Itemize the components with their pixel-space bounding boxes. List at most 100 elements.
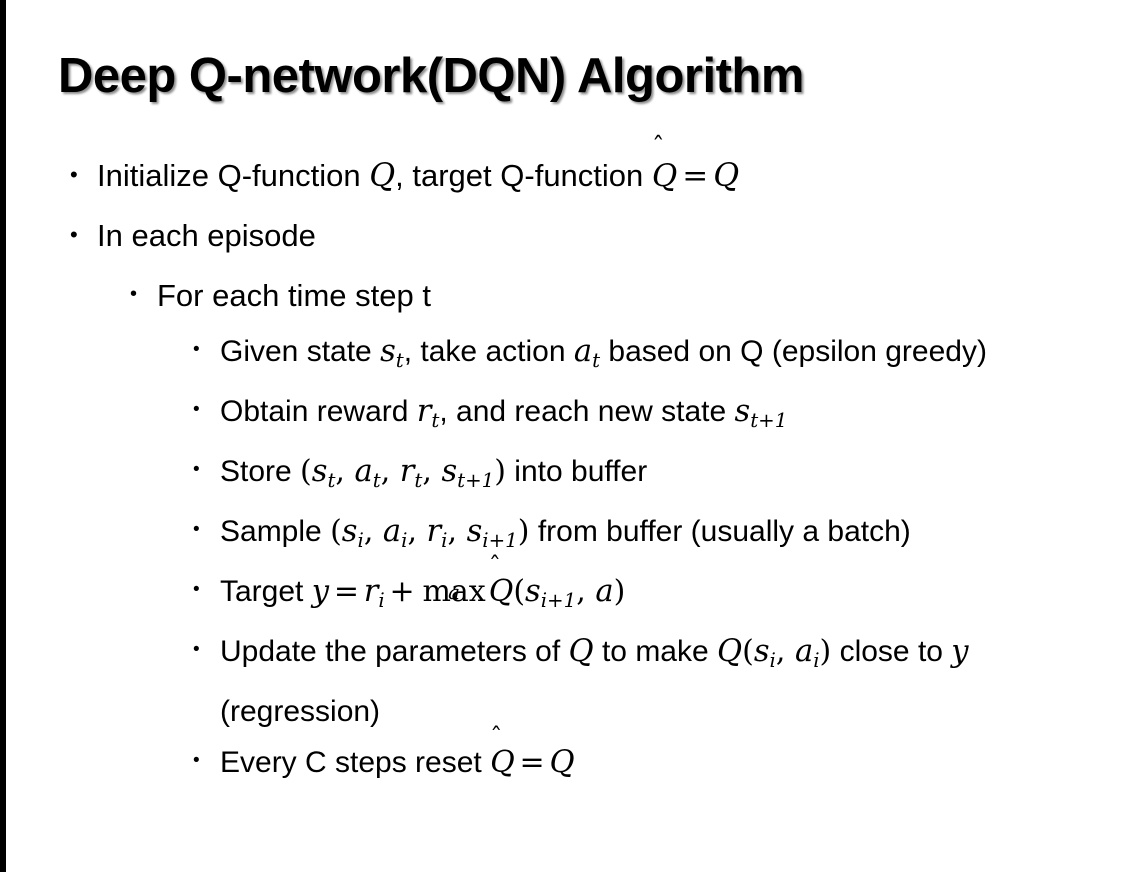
math-var-q2: Q [717,633,743,669]
math-var-q: Q [568,633,594,669]
math-var-r: r [363,573,379,609]
math-sub-i: i [769,648,776,672]
math-var-qhat-base: Q [651,158,678,194]
text-fragment: to make [593,634,718,668]
math-var-a: a [794,633,814,669]
math-var-s: s [380,334,396,369]
list-item-update-parameters: • Update the parameters of Q to make Q(s… [0,626,1124,737]
text-fragment: from buffer (usually a batch) [529,514,911,548]
bullet-marker: • [193,339,200,360]
math-op-max-label: max [422,573,486,609]
math-var-a: a [573,334,593,369]
text-fragment: , take action [403,335,574,368]
text-fragment: Sample [220,514,331,548]
math-paren-open: ( [330,513,342,549]
math-paren-close: ) [494,453,506,489]
bullet-marker: • [70,222,78,247]
bullet-marker: • [193,749,200,771]
math-sub-i1: i+1 [482,528,518,552]
list-item-sample-tuple: • Sample (si, ai, ri, si+1) from buffer … [0,506,1124,566]
math-paren-close: ) [819,633,832,669]
bullet-marker: • [193,398,200,420]
math-comma: , [335,453,355,489]
math-comma: , [407,513,427,549]
math-var-s: s [441,453,458,489]
bullet-marker: • [130,283,138,305]
list-item-text: Every C steps reset ̂Q=Q [220,737,1094,788]
math-op-equals: = [682,158,709,194]
text-fragment: Target [220,574,312,608]
text-fragment: , target Q-function [395,158,652,193]
math-var-a: a [382,513,402,549]
math-comma: , [380,453,400,489]
math-op-equals: = [333,573,359,609]
math-var-q2: Q [713,158,740,194]
math-sub-t: t [431,408,440,432]
math-var-y: y [311,573,330,609]
list-item-text: For each time step t [157,278,431,313]
page-title: Deep Q-network(DQN) Algorithm [58,49,804,103]
bullet-list: • Initialize Q-function Q, target Q-func… [0,146,1124,788]
math-sub-t1: t+1 [457,468,495,492]
math-var-qhat-base: Q [488,573,514,609]
math-comma: , [447,513,467,549]
math-var-r: r [399,453,415,489]
text-fragment: (regression) [220,694,381,728]
math-var-q: Q [369,158,396,194]
list-item-text: Store (st, at, rt, st+1) into buffer [220,446,1094,506]
list-item-every-c-steps-reset: • Every C steps reset ̂Q=Q [0,737,1124,788]
math-sub-t: t [372,468,381,492]
text-fragment: close to [831,634,952,668]
math-var-r: r [416,393,432,429]
list-item-text: Target y=ri+maxâQ(si+1, a) [220,566,1094,626]
math-var-s: s [753,633,770,669]
bullet-marker: • [193,518,200,540]
math-op-plus: + [389,573,415,609]
list-item-store-tuple: • Store (st, at, rt, st+1) into buffer [0,446,1124,506]
math-var-s: s [734,393,751,429]
list-item-obtain-reward: • Obtain reward rt, and reach new state … [0,386,1124,446]
list-item-initialize: • Initialize Q-function Q, target Q-func… [0,146,1124,206]
text-fragment: Every C steps reset [220,745,491,779]
math-sub-i: i [401,528,408,552]
math-var-s: s [525,573,541,609]
text-fragment: Store [220,454,301,488]
math-sub-i: i [357,528,364,552]
bullet-marker: • [70,162,78,187]
list-item-in-each-episode: • In each episode [0,206,1124,266]
text-fragment: based on Q (epsilon greedy) [600,335,987,368]
text-fragment: Update the parameters of [220,634,569,668]
text-fragment: into buffer [505,454,648,488]
list-item-text: Update the parameters of Q to make Q(si,… [220,626,1094,737]
math-var-qhat: ̂Q [652,146,677,206]
math-sub-t: t [592,348,601,372]
math-comma: , [422,453,442,489]
math-comma: , [363,513,383,549]
list-item-text: In each episode [97,218,316,253]
list-item-target-equation: • Target y=ri+maxâQ(si+1, a) [0,566,1124,626]
math-var-y: y [951,633,969,669]
math-var-s: s [341,513,358,549]
list-item-given-state: • Given state st, take action at based o… [0,326,1124,386]
bullet-marker: • [193,638,200,660]
math-var-a: a [354,453,373,489]
math-op-equals: = [519,744,545,780]
text-fragment: , and reach new state [439,394,735,428]
text-fragment: Given state [220,335,381,368]
math-sub-i: i [378,588,385,612]
bullet-marker: • [193,578,200,600]
math-sub-t: t [327,468,336,492]
math-sub-t1: t+1 [750,408,788,432]
list-item-text: Obtain reward rt, and reach new state st… [220,386,1094,446]
math-paren-open: ( [300,453,312,489]
math-var-a: a [595,573,614,609]
math-paren-open: ( [742,633,754,669]
math-comma: , [775,633,795,669]
math-var-s: s [311,453,328,489]
list-item-text: Initialize Q-function Q, target Q-functi… [97,146,1084,206]
math-var-q: Q [549,744,575,780]
math-sub-t: t [395,348,404,372]
list-item-text: Sample (si, ai, ri, si+1) from buffer (u… [220,506,1094,566]
